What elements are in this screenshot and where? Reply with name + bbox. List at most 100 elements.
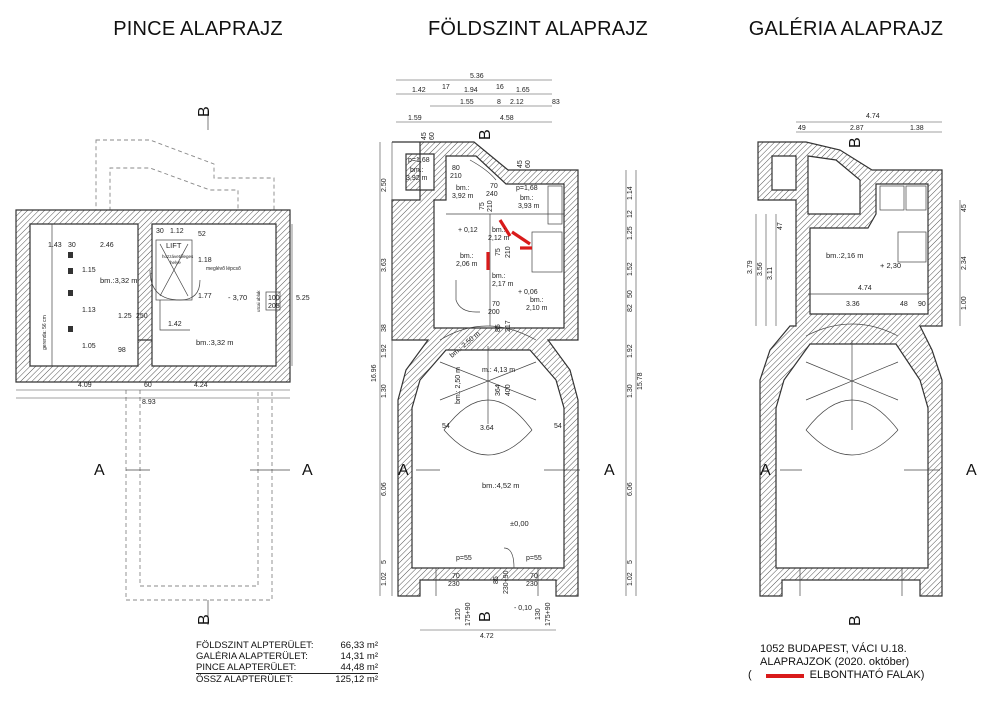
dim-ground-6-06b: 6.06 [627, 482, 634, 496]
dim-cellar-250: 250 [136, 313, 148, 320]
area-row-cellar: PINCE ALAPTERÜLET: 44,48 m² [196, 662, 378, 673]
dim-ground-6-06: 6.06 [381, 482, 388, 496]
ground-level-006: + 0,06 [518, 289, 538, 296]
gallery-section-b-bottom: B [847, 615, 864, 626]
ground-section-b-bottom: B [477, 611, 494, 622]
ground-room-a-label: bm.: [410, 167, 424, 174]
dim-ground-1-02: 1.02 [381, 572, 388, 586]
area-value: 125,12 m² [335, 674, 378, 685]
ground-parapet-left: p=55 [456, 555, 472, 562]
ground-room-g-label: bm.: [530, 297, 544, 304]
dim-ground-175-90: 175+90 [465, 602, 472, 626]
dim-ground-210b: 210 [487, 200, 494, 212]
dim-ground-50: 50 [627, 290, 634, 298]
ground-room-j-height: bm.: 2,50 m [455, 367, 462, 404]
dim-ground-230c: 230 [526, 581, 538, 588]
dim-ground-15-78: 15.78 [637, 372, 644, 390]
ground-room-c-label: bm.: [520, 195, 534, 202]
dim-ground-82: 82 [627, 304, 634, 312]
dim-ground-364: 364 [495, 384, 502, 396]
dim-ground-54: 54 [442, 423, 450, 430]
dim-cellar-5-25: 5.25 [296, 295, 310, 302]
dim-gallery-3-36: 3.36 [846, 301, 860, 308]
dim-cellar-100: 100 [268, 295, 280, 302]
dim-cellar-1-05: 1.05 [82, 343, 96, 350]
dim-ground-5b: 5 [627, 560, 634, 564]
dim-gallery-1-38: 1.38 [910, 125, 924, 132]
gallery-section-a-left: A [760, 462, 771, 479]
cellar-level: - 3,70 [228, 293, 247, 302]
dim-ground-1-92: 1.92 [381, 344, 388, 358]
cellar-plan-title: PINCE ALAPRAJZ [113, 18, 283, 40]
dim-ground-60b: 60 [525, 160, 532, 168]
cellar-section-b-top: B [196, 106, 213, 117]
cellar-lift-note: hozzávetőleges [162, 254, 194, 259]
gallery-plan: 4.74 49 2.87 1.38 3.79 3.56 3.11 47 45 2… [747, 113, 977, 626]
ground-floor-walls [391, 141, 579, 597]
dim-ground-1-65: 1.65 [516, 87, 530, 94]
dim-cellar-4-24: 4.24 [194, 382, 208, 389]
dim-ground-230: 230 [448, 581, 460, 588]
cellar-room-height-right: bm.:3,32 m [196, 338, 234, 347]
ground-main-room-height: bm.:4,52 m [482, 481, 520, 490]
drawing-date-line: ALAPRAJZOK (2020. október) [760, 656, 910, 668]
ground-room-f-label: bm.: [492, 273, 506, 280]
dim-gallery-4-74: 4.74 [866, 113, 880, 120]
dim-ground-54b: 54 [554, 423, 562, 430]
removable-wall-1 [498, 219, 512, 237]
dim-gallery-90: 90 [918, 301, 926, 308]
dim-ground-240: 240 [486, 191, 498, 198]
dim-ground-8: 8 [497, 99, 501, 106]
legend-removable-walls: ( ELBONTHATÓ FALAK) [748, 669, 924, 682]
dim-ground-5: 5 [381, 560, 388, 564]
dim-ground-3-63: 3.63 [381, 258, 388, 272]
ground-room-e-label: bm.: [460, 253, 474, 260]
cellar-section-a-left: A [94, 462, 105, 479]
dim-cellar-1-77: 1.77 [198, 293, 212, 300]
area-value: 66,33 m² [340, 640, 379, 651]
ground-level-000: ±0,00 [510, 519, 529, 528]
dim-ground-200: 200 [488, 309, 500, 316]
ground-room-b-label: bm.: [456, 185, 470, 192]
cellar-lift-note2: helye [170, 260, 181, 265]
gallery-room-height: bm.:2,16 m [826, 251, 864, 260]
ground-level-010: - 0,10 [514, 605, 532, 612]
dim-ground-75: 75 [479, 202, 486, 210]
dim-ground-175-90b: 175+90 [545, 602, 552, 626]
dim-gallery-48: 48 [900, 301, 908, 308]
dim-cellar-1-25: 1.25 [118, 313, 132, 320]
dim-cellar-1-18: 1.18 [198, 257, 212, 264]
dim-ground-1-02b: 1.02 [627, 572, 634, 586]
gallery-section-a-right: A [966, 462, 977, 479]
dim-ground-12: 12 [627, 210, 634, 218]
area-value: 44,48 m² [340, 662, 379, 673]
area-value: 14,31 m² [340, 651, 379, 662]
dim-ground-80: 80 [452, 165, 460, 172]
dim-ground-120: 120 [455, 608, 462, 620]
cellar-walls [15, 209, 291, 383]
ground-room-i-height: m.: 4,13 m [482, 367, 515, 374]
dim-ground-38: 38 [381, 324, 388, 332]
dim-ground-83: 83 [552, 99, 560, 106]
dim-ground-1-25: 1.25 [627, 226, 634, 240]
dim-gallery-1-00: 1.00 [961, 296, 968, 310]
dim-gallery-3-11: 3.11 [767, 267, 774, 280]
address-line: 1052 BUDAPEST, VÁCI U.18. [760, 643, 907, 655]
dim-ground-75b: 75 [495, 248, 502, 256]
gallery-section-b-top: B [847, 137, 864, 148]
dim-cellar-1-13: 1.13 [82, 307, 96, 314]
ground-room-d-height: 2,12 m [488, 235, 510, 242]
dim-cellar-1-15: 1.15 [82, 267, 96, 274]
address-block: 1052 BUDAPEST, VÁCI U.18. ALAPRAJZOK (20… [748, 643, 924, 682]
dim-cellar-60: 60 [144, 382, 152, 389]
ground-room-c-height: 3,93 m [518, 203, 540, 210]
ground-section-a-right: A [604, 462, 615, 479]
dim-ground-130: 130 [535, 608, 542, 620]
area-label: PINCE ALAPTERÜLET: [196, 662, 297, 673]
dim-ground-1-30b: 1.30 [627, 384, 634, 398]
area-label: FÖLDSZINT ALPTERÜLET: [196, 640, 314, 651]
dim-cellar-30b: 30 [156, 228, 164, 235]
dim-ground-4-72: 4.72 [480, 633, 494, 640]
dim-ground-45: 45 [421, 132, 428, 140]
